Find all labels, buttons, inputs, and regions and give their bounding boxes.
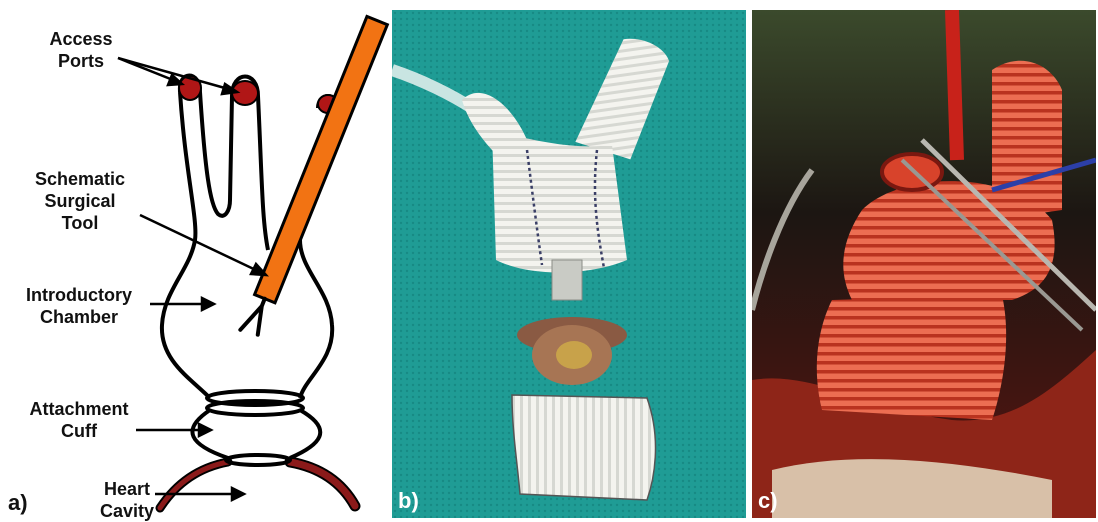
graft-connector [552, 260, 582, 300]
graft-cuff [512, 395, 656, 500]
panel-a-letter: a) [8, 490, 28, 516]
graft-photo [392, 10, 746, 518]
red-catheter [952, 10, 957, 160]
heart-cavity-wall-right [290, 462, 355, 506]
chamber-schematic [0, 0, 390, 520]
surgical-photo-panel: c) [752, 10, 1096, 518]
panel-b-letter: b) [398, 488, 419, 514]
surgical-photo [752, 10, 1096, 518]
graft-cuff [817, 295, 1006, 420]
cuff-body [192, 410, 320, 458]
graft-body [492, 130, 627, 272]
cuff-ring-bottom [226, 455, 290, 465]
heart-cavity-wall-left [160, 462, 228, 508]
graft-photo-panel: b) [392, 10, 746, 518]
valve-inner [556, 341, 592, 369]
chamber-outline [162, 92, 332, 398]
panel-c-letter: c) [758, 488, 778, 514]
